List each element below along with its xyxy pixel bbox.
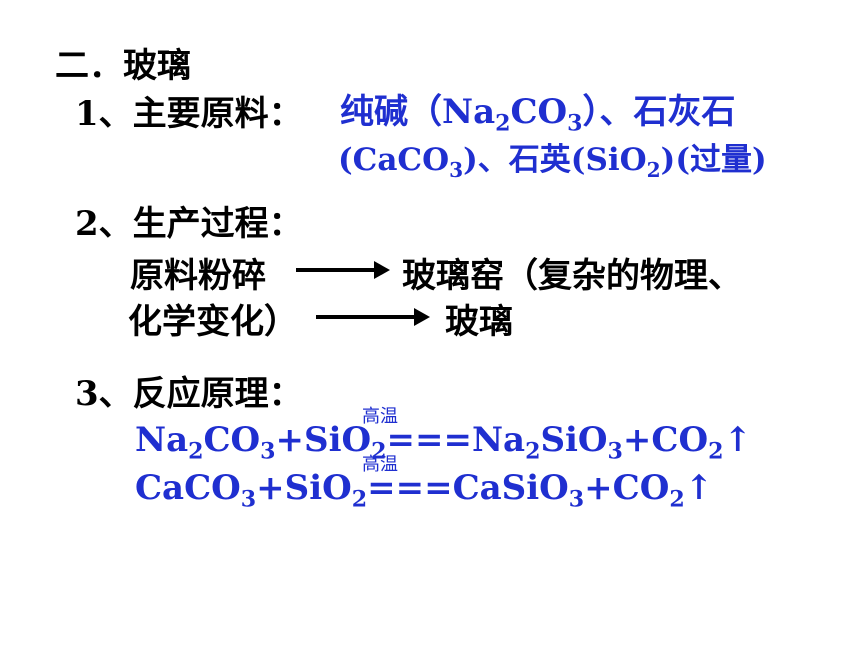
item1-label: 1、主要原料：	[75, 94, 303, 134]
item1-materials-line2: (CaCO3)、石英(SiO2)(过量)	[338, 142, 767, 183]
process-step-crush: 原料粉碎	[130, 256, 266, 296]
item2-label: 2、生产过程：	[75, 204, 303, 244]
item1-materials-line1: 纯碱（Na2CO3）、石灰石	[340, 92, 736, 137]
process-step-furnace: 玻璃窑（复杂的物理、	[402, 256, 742, 296]
process-arrow-1	[296, 261, 390, 279]
section-title: 二．玻璃	[55, 46, 191, 86]
reaction-equation-2: CaCO3+SiO2===CaSiO3+CO2↑	[135, 468, 714, 513]
process-step-change: 化学变化）	[128, 302, 298, 342]
reaction-condition-2: 高温	[362, 454, 398, 475]
reaction-equation-1: Na2CO3+SiO2===Na2SiO3+CO2↑	[135, 420, 752, 465]
process-step-glass: 玻璃	[445, 302, 513, 342]
process-arrow-2	[316, 308, 430, 326]
reaction-condition-1: 高温	[362, 406, 398, 427]
item3-label: 3、反应原理：	[75, 374, 303, 414]
